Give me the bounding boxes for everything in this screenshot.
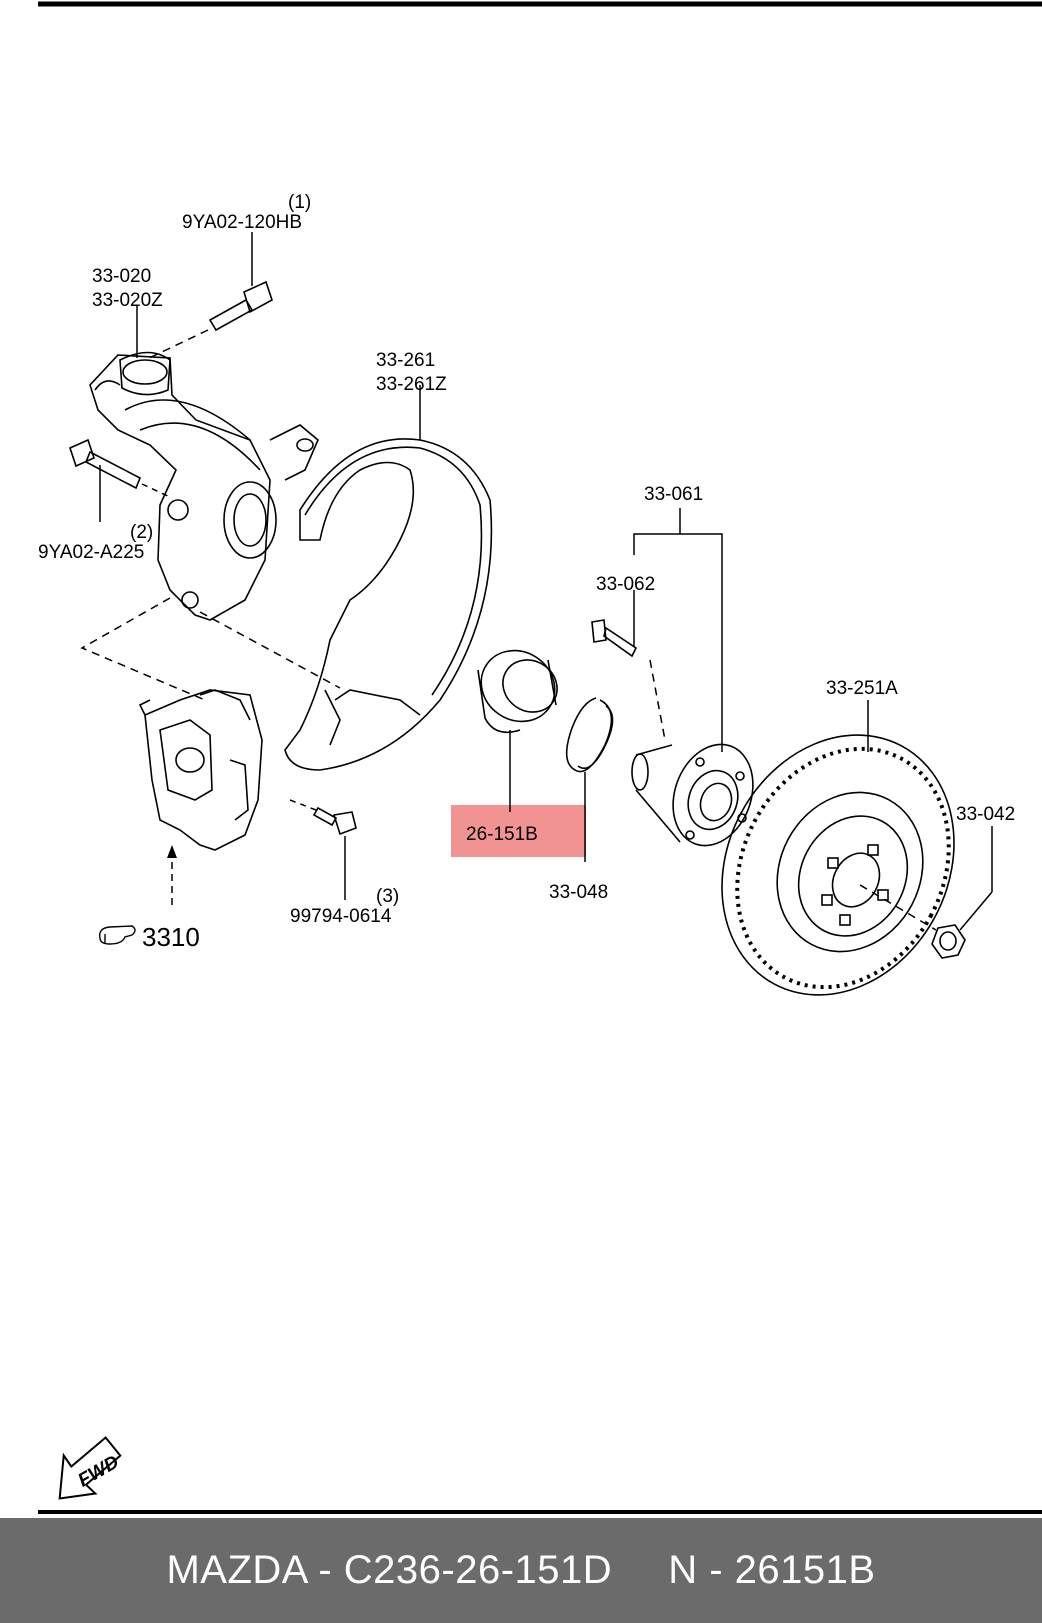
label-hub-assy: 33-061 — [644, 484, 703, 505]
part-number-footer: MAZDA - C236-26-151D N - 26151B — [0, 1518, 1042, 1623]
dust-shield — [284, 438, 493, 771]
label-bolt-3-ref: (3) — [376, 886, 399, 907]
snap-ring — [565, 697, 614, 773]
bolt-2-dash — [141, 483, 173, 499]
hub-bolt — [591, 619, 638, 658]
bolt-3-dash — [289, 799, 317, 811]
label-caliper-ref: 3310 — [142, 922, 200, 952]
label-bolt-1-part: 9YA02-120HB — [182, 212, 302, 233]
brake-caliper — [138, 689, 263, 851]
label-disc: 33-251A — [826, 678, 898, 699]
bolt-2 — [69, 438, 142, 490]
label-snap-ring: 33-048 — [549, 882, 608, 903]
label-bolt-1-ref: (1) — [288, 192, 311, 213]
label-shield-b: 33-261Z — [376, 374, 447, 395]
label-knuckle-a: 33-020 — [92, 266, 151, 287]
wheel-bearing — [477, 649, 558, 734]
disc-dash — [859, 884, 937, 931]
bolt-1 — [208, 280, 273, 332]
hub-nut — [931, 924, 966, 959]
refer-hand-icon — [99, 925, 136, 945]
label-bolt-2-ref: (2) — [130, 522, 153, 543]
parts-diagram: 33-020 33-020Z (1) 9YA02-120HB (2) 9YA02… — [38, 1, 1042, 1514]
label-nut: 33-042 — [956, 804, 1015, 825]
caliper-arrow-head — [167, 845, 177, 858]
hub-bracket — [633, 533, 723, 752]
label-bolt-2-part: 9YA02-A225 — [38, 542, 144, 563]
wheel-hub — [631, 743, 754, 847]
bolt-3 — [312, 806, 357, 836]
label-knuckle-b: 33-020Z — [92, 290, 163, 311]
brake-disc — [721, 734, 955, 996]
nut-leader-diag — [959, 891, 993, 931]
oem-part-number: MAZDA - C236-26-151D — [166, 1548, 613, 1592]
label-bearing: 26-151B — [466, 824, 538, 845]
steering-knuckle — [89, 351, 319, 621]
knuckle-caliper-dash — [80, 597, 341, 701]
bearing-highlight — [451, 805, 586, 857]
fwd-arrow-icon — [58, 1436, 122, 1500]
label-shield-a: 33-261 — [376, 350, 435, 371]
aftermarket-part-number: N - 26151B — [668, 1548, 876, 1592]
label-bolt-3-part: 99794-0614 — [290, 906, 392, 927]
hub-bolt-dash — [649, 659, 666, 741]
bolt-1-dash — [144, 329, 209, 361]
label-hub-bolt: 33-062 — [596, 574, 655, 595]
